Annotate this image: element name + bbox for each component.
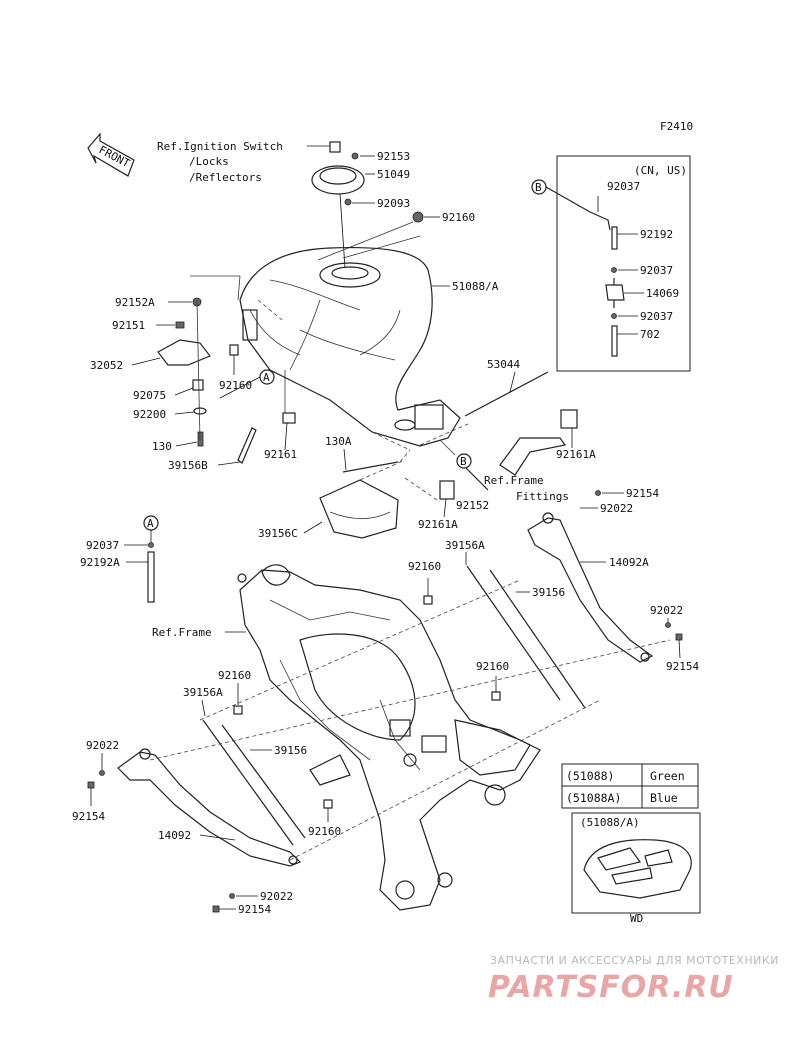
ref-frame-fittings-2: Fittings [516, 490, 569, 503]
watermark-logo: PARTSFOR.RU [488, 970, 734, 1005]
inset-item-92192: 92192 [640, 228, 673, 241]
fuel-cap-assembly [311, 141, 365, 206]
ref-locks: /Locks [189, 155, 229, 168]
label-92152a: 92152A [115, 296, 155, 309]
label-14092a: 14092A [609, 556, 649, 569]
label-92022-l: 92022 [86, 739, 119, 752]
inset-item-92037-b: 92037 [640, 264, 673, 277]
inset-item-92037-a: 92037 [607, 180, 640, 193]
front-arrow-icon: FRONT [87, 132, 135, 177]
label-92160-left: 92160 [219, 379, 252, 392]
label-92152: 92152 [456, 499, 489, 512]
label-51049: 51049 [377, 168, 410, 181]
label-92153: 92153 [377, 150, 410, 163]
inset-wd-caption: WD [630, 912, 643, 925]
inset-wd: (51088/A) WD [571, 812, 701, 925]
side-cover-left [117, 748, 302, 867]
callout-a-2: A [147, 517, 154, 530]
svg-text:FRONT: FRONT [97, 143, 133, 170]
label-92151: 92151 [112, 319, 145, 332]
inset-cn-us: (CN, US) 92037 B 92192 92037 14069 92037… [531, 155, 691, 372]
label-39156-l: 39156 [274, 744, 307, 757]
label-92093: 92093 [377, 197, 410, 210]
label-92154-r2: 92154 [666, 660, 699, 673]
inset-wd-title: (51088/A) [580, 816, 640, 829]
label-92022-b: 92022 [260, 890, 293, 903]
label-92160-mid: 92160 [408, 560, 441, 573]
label-130: 130 [152, 440, 172, 453]
label-92192a: 92192A [80, 556, 120, 569]
figure-code: F2410 [660, 120, 693, 133]
fuel-tank [239, 246, 461, 447]
callout-a-1: A [263, 371, 270, 384]
callout-b-2: B [535, 181, 542, 194]
mount-bracket [157, 297, 211, 447]
label-92154-r1: 92154 [626, 487, 659, 500]
label-92160-top: 92160 [442, 211, 475, 224]
motorcycle-frame [237, 564, 541, 911]
inset-item-92037-c: 92037 [640, 310, 673, 323]
label-39156a-top: 39156A [445, 539, 485, 552]
color-table-code-1: (51088) [566, 769, 614, 783]
callout-b-marker [456, 453, 472, 469]
label-53044: 53044 [487, 358, 520, 371]
label-51088-a: 51088/A [452, 280, 499, 293]
color-table-color-1: Green [650, 769, 685, 783]
ref-frame-fittings-1: Ref.Frame [484, 474, 544, 487]
label-92160-r: 92160 [476, 660, 509, 673]
inset-item-14069: 14069 [646, 287, 679, 300]
label-92022-r2: 92022 [650, 604, 683, 617]
side-cover-right [527, 512, 654, 663]
label-92161a-right: 92161A [556, 448, 596, 461]
color-table: (51088) Green (51088A) Blue [561, 763, 699, 809]
label-92075: 92075 [133, 389, 166, 402]
label-130a: 130A [325, 435, 352, 448]
ref-frame: Ref.Frame [152, 626, 212, 639]
label-14092: 14092 [158, 829, 191, 842]
callout-b-1: B [460, 455, 467, 468]
label-39156a-l: 39156A [183, 686, 223, 699]
label-32052: 32052 [90, 359, 123, 372]
inset-item-702: 702 [640, 328, 660, 341]
ref-ignition-switch: Ref.Ignition Switch [157, 140, 283, 153]
label-92161a-mid: 92161A [418, 518, 458, 531]
ref-reflectors: /Reflectors [189, 171, 262, 184]
label-92037-l: 92037 [86, 539, 119, 552]
label-92200: 92200 [133, 408, 166, 421]
watermark-tagline: ЗАПЧАСТИ И АКСЕССУАРЫ ДЛЯ МОТОТЕХНИКИ [490, 954, 779, 967]
label-92160-lb: 92160 [308, 825, 341, 838]
label-39156-r: 39156 [532, 586, 565, 599]
label-92154-l: 92154 [72, 810, 105, 823]
label-92160-lm: 92160 [218, 669, 251, 682]
color-table-code-2: (51088A) [566, 791, 621, 805]
label-39156c: 39156C [258, 527, 298, 540]
inset-cn-us-title: (CN, US) [634, 164, 687, 177]
label-92022-r1: 92022 [600, 502, 633, 515]
label-92154-b: 92154 [238, 903, 271, 916]
color-table-color-2: Blue [650, 791, 678, 805]
label-39156b: 39156B [168, 459, 208, 472]
label-92161: 92161 [264, 448, 297, 461]
